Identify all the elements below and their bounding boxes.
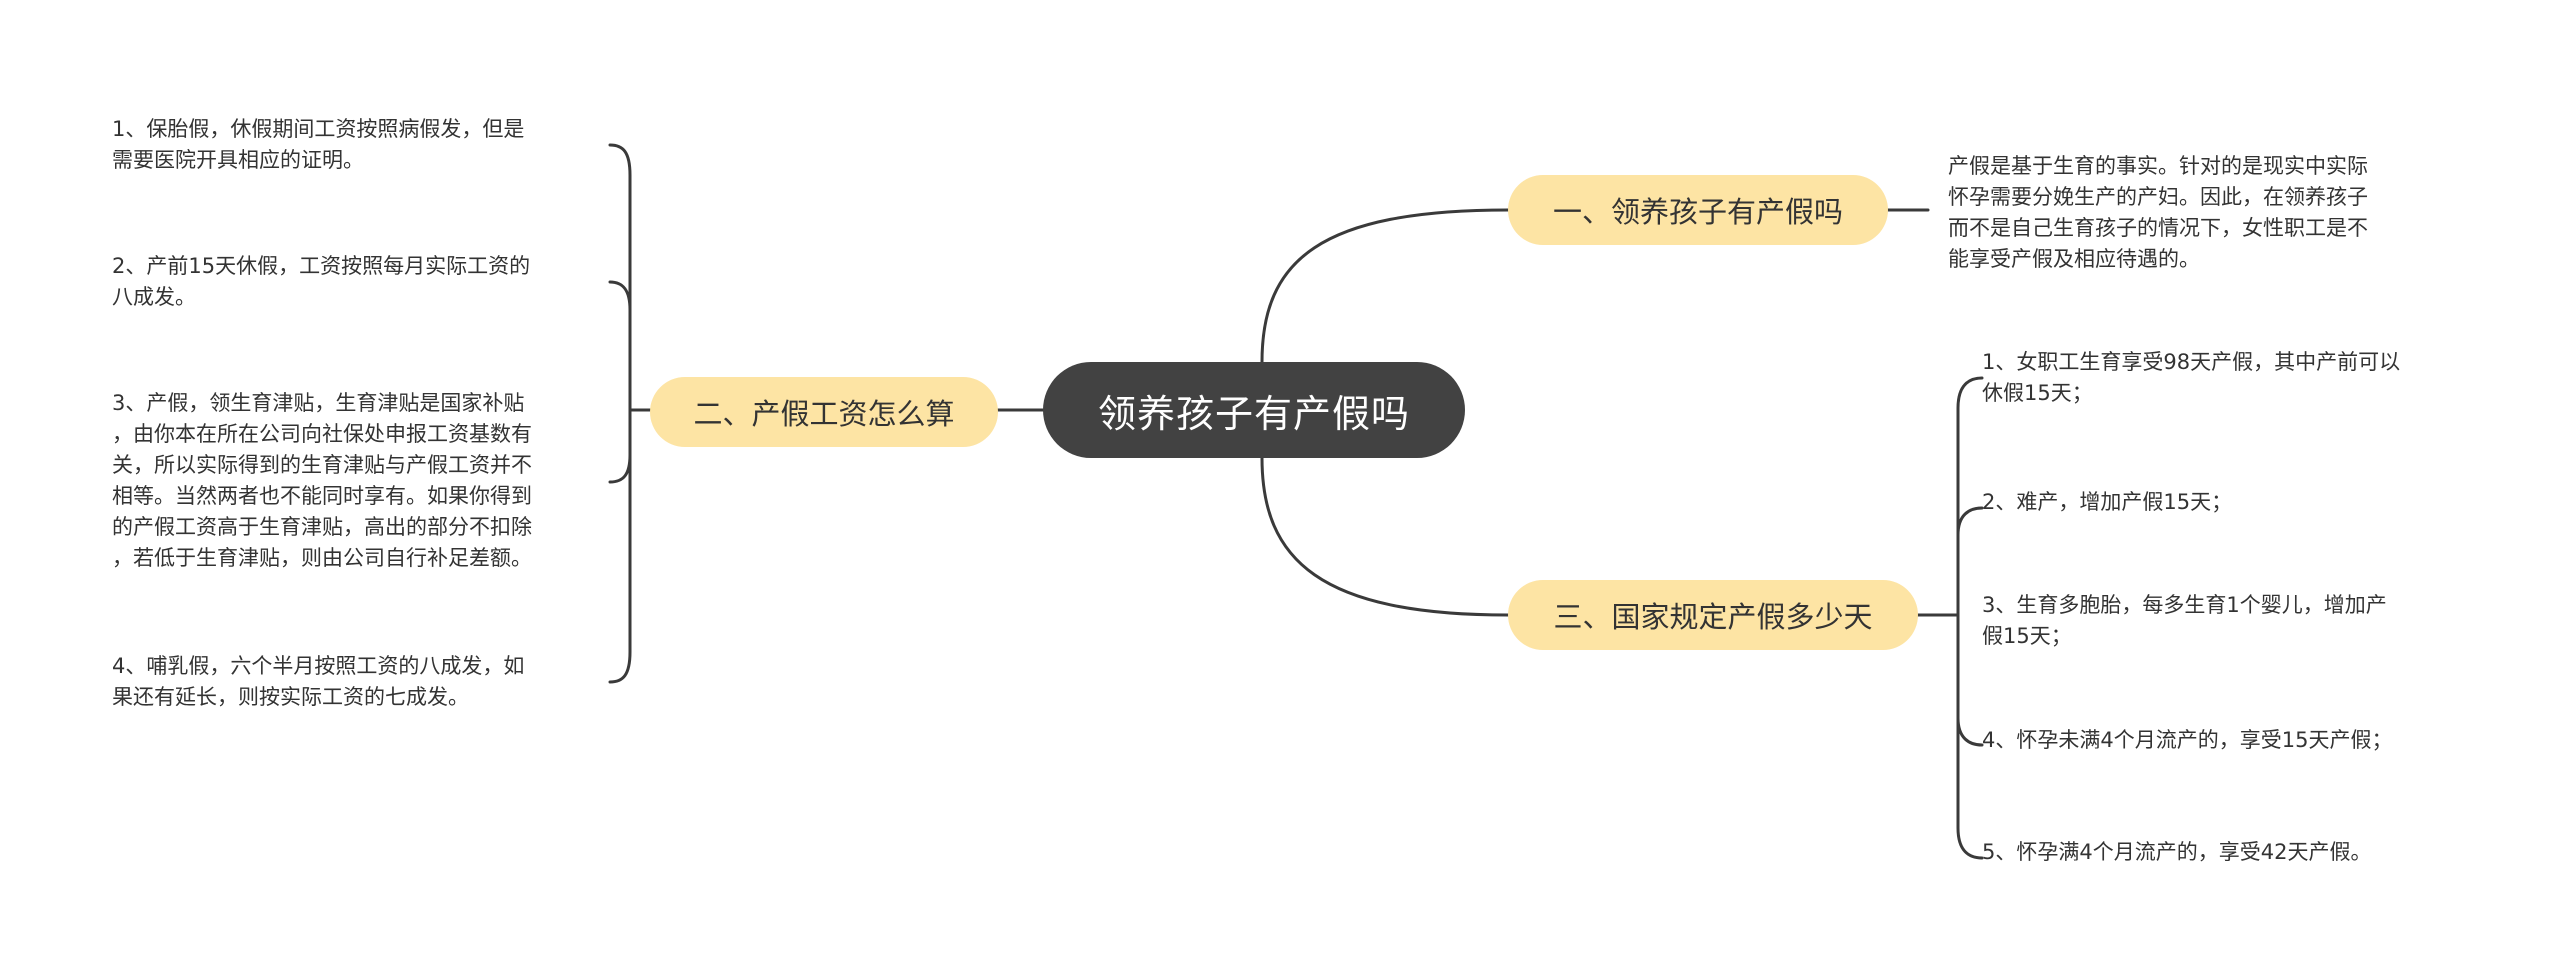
leaf-line: 相等。当然两者也不能同时享有。如果你得到 [112, 484, 532, 508]
connector-branch-2-leaf-2 [608, 280, 632, 312]
leaf-line: ，若低于生育津贴，则由公司自行补足差额。 [112, 546, 532, 570]
leaf-line: 产假是基于生育的事实。针对的是现实中实际 [1948, 154, 2368, 178]
branch-topic-2[interactable]: 二、产假工资怎么算 [650, 377, 998, 447]
leaf-line: 假15天； [1982, 624, 2072, 648]
root-topic-label: 领养孩子有产假吗 [1097, 391, 1410, 436]
leaf-line: 八成发。 [112, 285, 196, 309]
branch-topic-1[interactable]: 一、领养孩子有产假吗 [1508, 175, 1888, 245]
leaf-line: 3、产假，领生育津贴，生育津贴是国家补贴 [112, 391, 525, 415]
leaf-line: 能享受产假及相应待遇的。 [1948, 247, 2200, 271]
leaf-line: 2、产前15天休假，工资按照每月实际工资的 [112, 254, 531, 278]
leaf-line: 休假15天； [1982, 381, 2093, 405]
branch-topic-3[interactable]: 三、国家规定产假多少天 [1508, 580, 1918, 650]
leaf-line: 3、生育多胞胎，每多生育1个婴儿，增加产 [1982, 593, 2387, 617]
leaf-line: 怀孕需要分娩生产的产妇。因此，在领养孩子 [1948, 185, 2368, 209]
leaf-branch-3-1[interactable]: 1、女职工生育享受98天产假，其中产前可以 休假15天； [1982, 347, 2400, 409]
leaf-line: 关，所以实际得到的生育津贴与产假工资并不 [112, 453, 532, 477]
leaf-line: 而不是自己生育孩子的情况下，女性职工是不 [1948, 216, 2368, 240]
connector-root-branch-3 [1260, 456, 1510, 617]
branch-topic-3-label: 三、国家规定产假多少天 [1553, 600, 1873, 634]
leaf-line: 1、保胎假，休假期间工资按照病假发，但是 [112, 117, 525, 141]
connector-branch-2-leaf-3 [608, 453, 632, 484]
leaf-branch-2-3[interactable]: 3、产假，领生育津贴，生育津贴是国家补贴 ，由你本在所在公司向社保处申报工资基数… [112, 388, 532, 574]
leaf-line: 1、女职工生育享受98天产假，其中产前可以 [1982, 350, 2401, 374]
leaf-branch-1-1[interactable]: 产假是基于生育的事实。针对的是现实中实际 怀孕需要分娩生产的产妇。因此，在领养孩… [1948, 151, 2368, 275]
leaf-branch-3-5[interactable]: 5、怀孕满4个月流产的，享受42天产假。 [1982, 837, 2371, 868]
leaf-branch-3-4[interactable]: 4、怀孕未满4个月流产的，享受15天产假； [1982, 725, 2392, 756]
leaf-line: ，由你本在所在公司向社保处申报工资基数有 [112, 422, 532, 446]
leaf-line: 4、哺乳假，六个半月按照工资的八成发，如 [112, 654, 525, 678]
leaf-line: 5、怀孕满4个月流产的，享受42天产假。 [1982, 840, 2372, 864]
leaf-branch-2-1[interactable]: 1、保胎假，休假期间工资按照病假发，但是 需要医院开具相应的证明。 [112, 114, 524, 176]
bracket-branch-2 [608, 143, 632, 684]
leaf-line: 的产假工资高于生育津贴，高出的部分不扣除 [112, 515, 532, 539]
connector-branch-3-leaf-4 [1956, 716, 1984, 747]
branch-topic-2-label: 二、产假工资怎么算 [693, 397, 955, 431]
leaf-branch-3-3[interactable]: 3、生育多胞胎，每多生育1个婴儿，增加产 假15天； [1982, 590, 2387, 652]
leaf-branch-3-2[interactable]: 2、难产，增加产假15天； [1982, 487, 2232, 518]
bracket-branch-3 [1956, 376, 1984, 860]
leaf-line: 2、难产，增加产假15天； [1982, 490, 2233, 514]
leaf-branch-2-4[interactable]: 4、哺乳假，六个半月按照工资的八成发，如 果还有延长，则按实际工资的七成发。 [112, 651, 524, 713]
leaf-branch-2-2[interactable]: 2、产前15天休假，工资按照每月实际工资的 八成发。 [112, 251, 530, 313]
connector-branch-3-leaf-2 [1956, 506, 1984, 537]
leaf-line: 4、怀孕未满4个月流产的，享受15天产假； [1982, 728, 2393, 752]
leaf-line: 需要医院开具相应的证明。 [112, 148, 364, 172]
branch-topic-1-label: 一、领养孩子有产假吗 [1552, 195, 1843, 229]
connector-root-branch-1 [1260, 208, 1510, 364]
leaf-line: 果还有延长，则按实际工资的七成发。 [112, 685, 469, 709]
root-topic[interactable]: 领养孩子有产假吗 [1043, 362, 1465, 458]
